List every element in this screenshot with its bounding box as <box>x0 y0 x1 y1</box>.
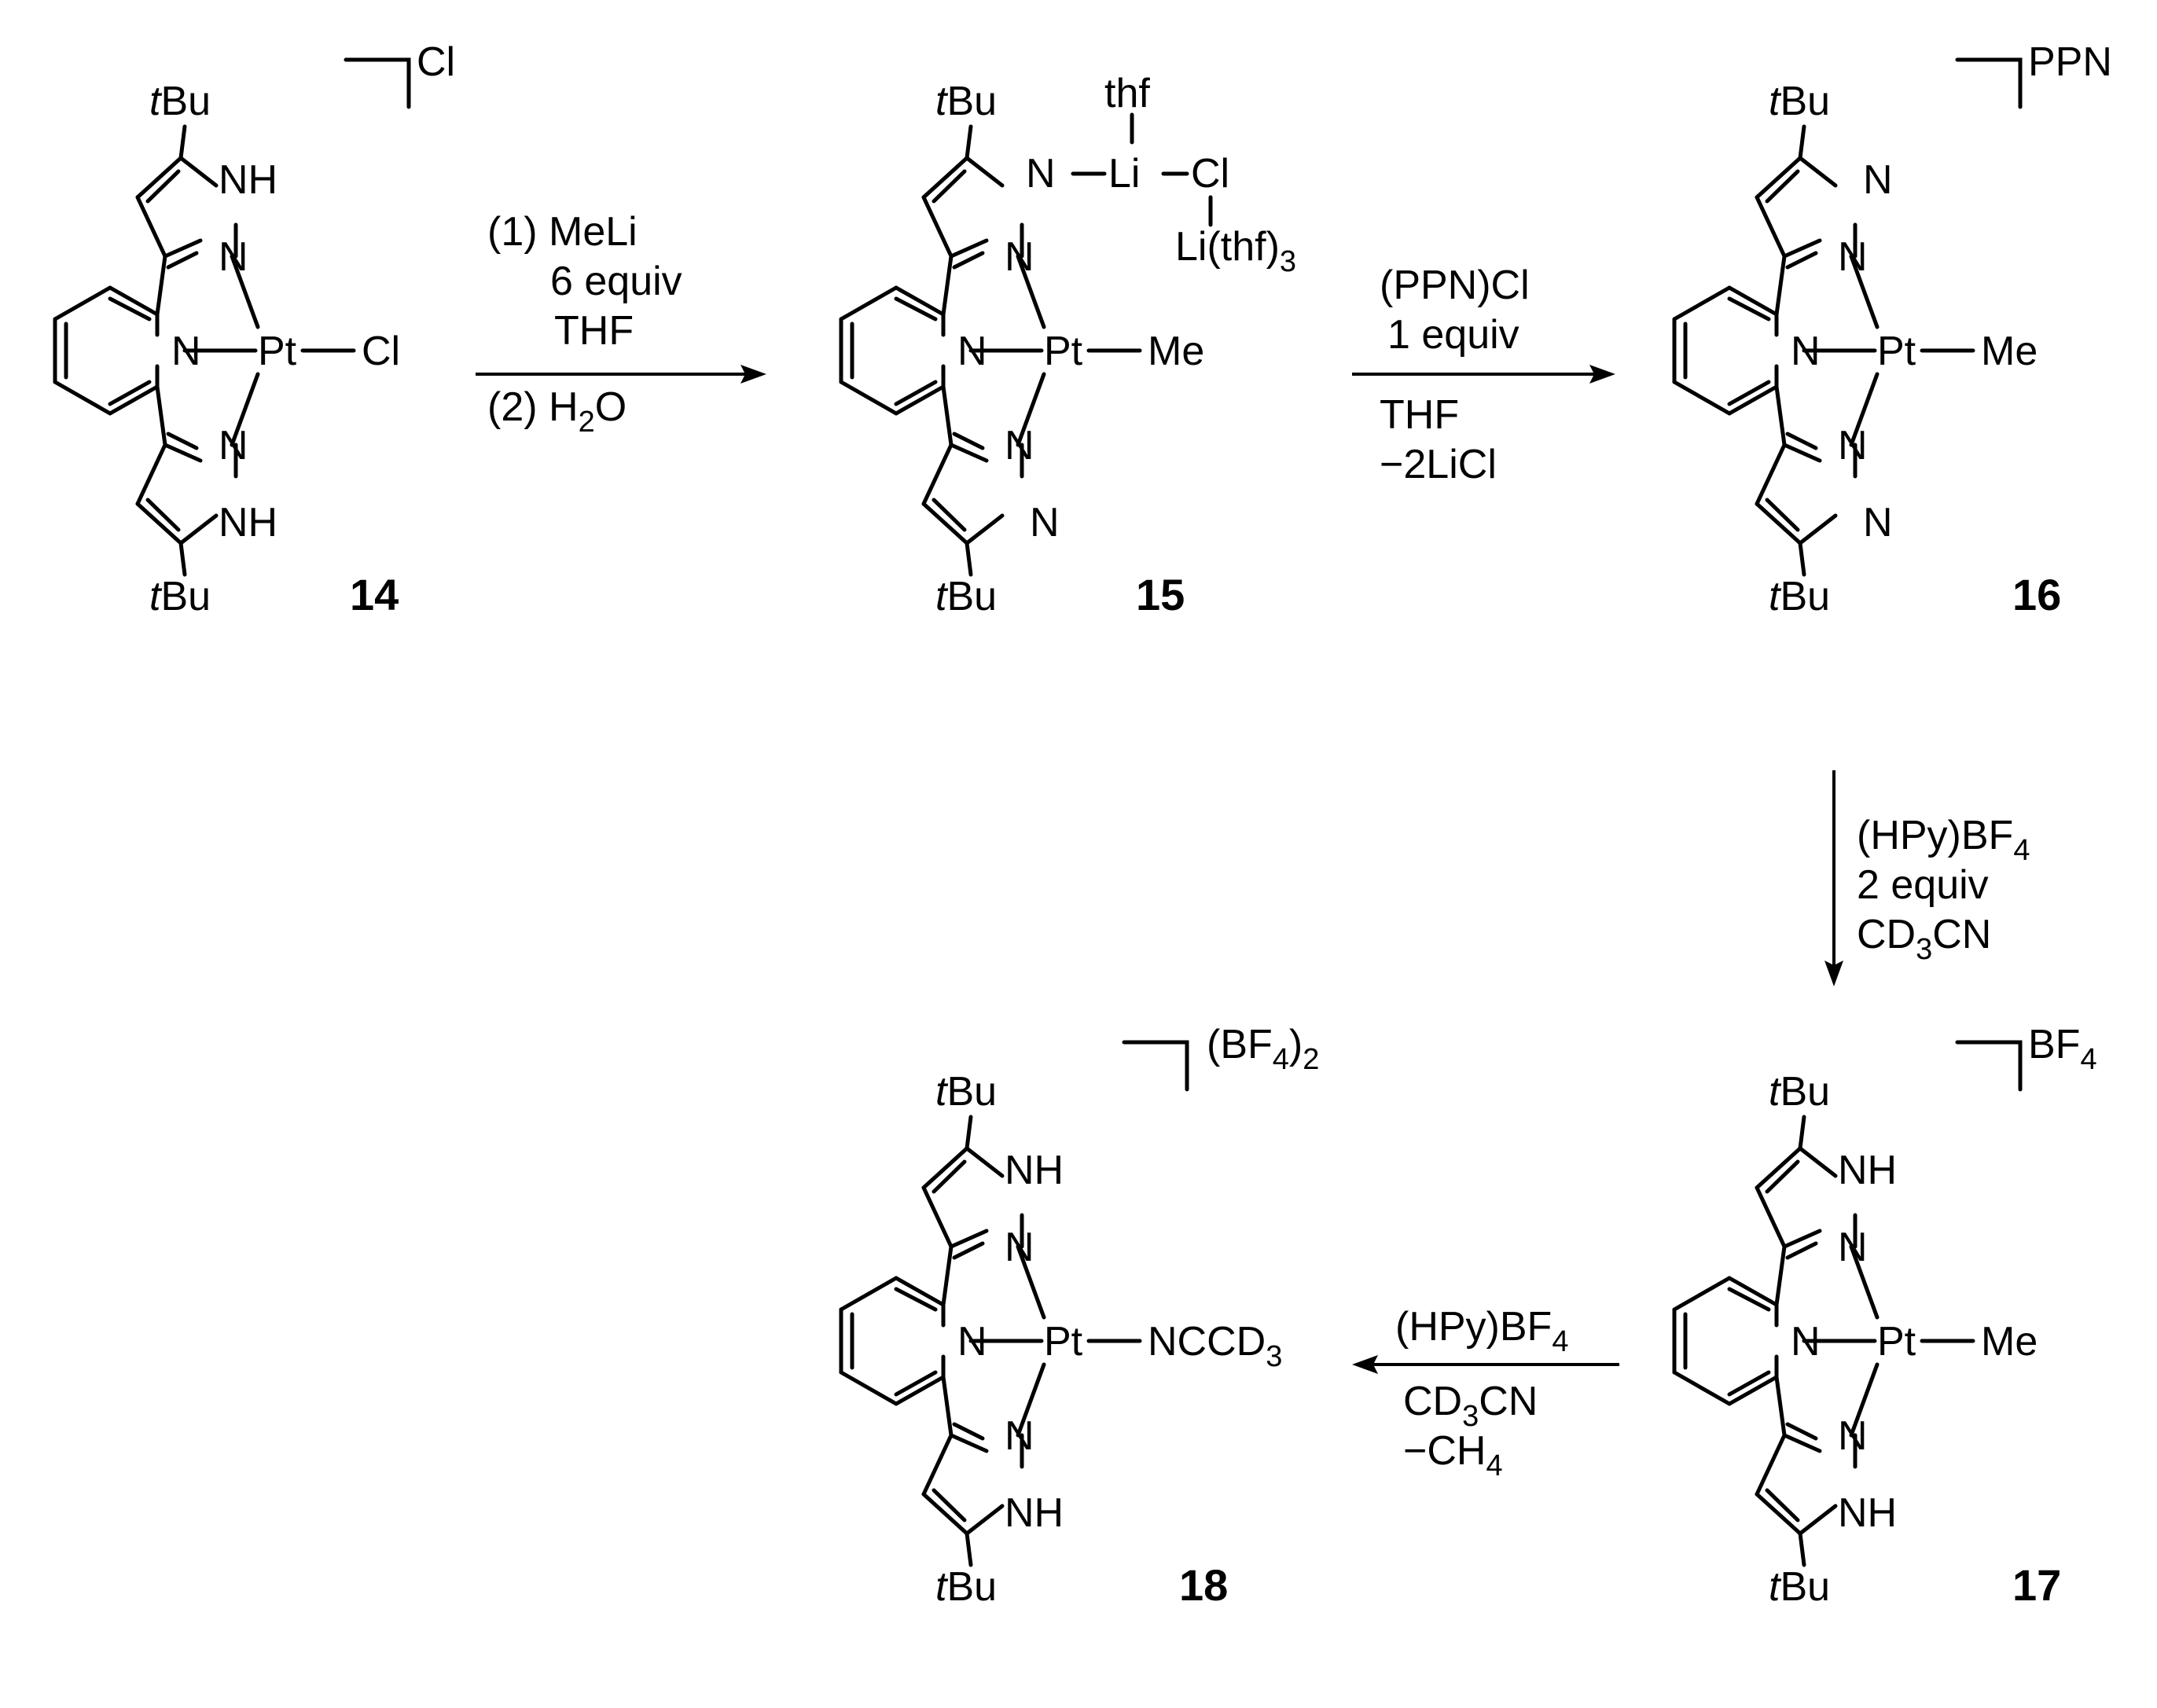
n-lower-free: N <box>1030 500 1060 545</box>
me-ligand: Me <box>1981 329 2038 374</box>
counterion-17: BF4 <box>2028 1022 2097 1076</box>
arrow4-line1: (HPy)BF4 <box>1395 1304 1568 1358</box>
arrow2-line4: −2LiCl <box>1380 442 1497 487</box>
n-lower-free: N <box>1863 500 1893 545</box>
nh-upper: NH <box>219 157 277 203</box>
arrow4-line2: CD3CN <box>1403 1379 1538 1433</box>
compound-label-16: 16 <box>2012 570 2061 619</box>
n-lower: N <box>1005 423 1034 468</box>
arrow1-line4: (2) H2O <box>487 384 627 439</box>
arrow3-line1: (HPy)BF4 <box>1857 813 2030 867</box>
counterion-18: (BF4)2 <box>1207 1022 1319 1076</box>
compound-17: N Pt Me N NH N NH tBu tBu BF4 17 <box>1674 1022 2097 1610</box>
thf-ligand: thf <box>1104 71 1150 116</box>
compound-label-18: 18 <box>1179 1560 1228 1610</box>
n-lower: N <box>219 423 248 468</box>
n-lower: N <box>1838 1413 1868 1459</box>
tbu-lower: tBu <box>1769 1564 1830 1610</box>
arrow3-line3: CD3CN <box>1857 912 1991 966</box>
arrow1-line2: 6 equiv <box>550 259 682 304</box>
tbu-lower: tBu <box>149 574 211 619</box>
me-ligand: Me <box>1148 329 1204 374</box>
nh-lower: NH <box>1838 1490 1897 1536</box>
compound-label-17: 17 <box>2012 1560 2061 1610</box>
tbu-lower: tBu <box>935 574 997 619</box>
tbu-upper: tBu <box>935 1069 997 1115</box>
li-thf3: Li(thf)3 <box>1175 224 1296 278</box>
nh-upper: NH <box>1838 1148 1897 1193</box>
n-py: N <box>1791 329 1821 374</box>
pt-atom: Pt <box>1877 329 1916 374</box>
n-upper-free: N <box>1863 157 1893 203</box>
counterion-16: PPN <box>2028 39 2112 85</box>
arrow-17-to-18: (HPy)BF4 CD3CN −CH4 <box>1352 1304 1619 1482</box>
compound-15: N Pt Me N N Li Cl thf Li(thf)3 N N tBu t… <box>841 71 1296 619</box>
n-lower: N <box>1005 1413 1034 1459</box>
pt-atom: Pt <box>1877 1319 1916 1365</box>
tbu-upper: tBu <box>1769 1069 1830 1115</box>
tbu-upper: tBu <box>1769 79 1830 124</box>
n-lower: N <box>1838 423 1868 468</box>
pt-atom: Pt <box>258 329 297 374</box>
n-upper: N <box>1838 234 1868 280</box>
tbu-lower: tBu <box>1769 574 1830 619</box>
n-upper: N <box>1005 1225 1034 1270</box>
arrow2-line2: 1 equiv <box>1387 312 1519 358</box>
arrow1-line3: THF <box>554 308 634 354</box>
tbu-upper: tBu <box>149 79 211 124</box>
n-py: N <box>957 329 987 374</box>
arrow-15-to-16: (PPN)Cl 1 equiv THF −2LiCl <box>1352 263 1615 487</box>
pt-atom: Pt <box>1044 329 1083 374</box>
arrow-16-to-17: (HPy)BF4 2 equiv CD3CN <box>1824 770 2030 986</box>
cl-ligand: Cl <box>362 329 400 374</box>
pt-atom: Pt <box>1044 1319 1083 1365</box>
arrow2-line1: (PPN)Cl <box>1380 263 1530 308</box>
n-upper: N <box>219 234 248 280</box>
nh-lower: NH <box>1005 1490 1064 1536</box>
compound-label-14: 14 <box>350 570 399 619</box>
n-upper: N <box>1838 1225 1868 1270</box>
me-ligand: Me <box>1981 1319 2038 1365</box>
n-upper: N <box>1005 234 1034 280</box>
n-py: N <box>1791 1319 1821 1365</box>
n-py: N <box>171 329 201 374</box>
n-py: N <box>957 1319 987 1365</box>
arrow2-line3: THF <box>1380 392 1459 438</box>
li-atom: Li <box>1108 151 1140 197</box>
nccd3-ligand: NCCD3 <box>1148 1319 1282 1373</box>
nh-lower: NH <box>219 500 277 545</box>
compound-14: N Pt Cl N NH N NH tBu tBu Cl 14 <box>55 39 455 619</box>
arrow1-line1: (1) MeLi <box>487 209 638 255</box>
compound-18: N Pt NCCD3 N NH N NH tBu tBu (BF4)2 18 <box>841 1022 1319 1610</box>
tbu-upper: tBu <box>935 79 997 124</box>
counterion-14: Cl <box>417 39 455 85</box>
arrow4-line3: −CH4 <box>1403 1428 1503 1482</box>
compound-16: N Pt Me N N N N tBu tBu PPN 16 <box>1674 39 2112 619</box>
cl-bridge: Cl <box>1191 151 1229 197</box>
arrow-14-to-15: (1) MeLi 6 equiv THF (2) H2O <box>476 209 766 439</box>
compound-label-15: 15 <box>1136 570 1185 619</box>
nh-upper: NH <box>1005 1148 1064 1193</box>
n-upper-li: N <box>1026 151 1056 197</box>
arrow3-line2: 2 equiv <box>1857 862 1989 908</box>
tbu-lower: tBu <box>935 1564 997 1610</box>
